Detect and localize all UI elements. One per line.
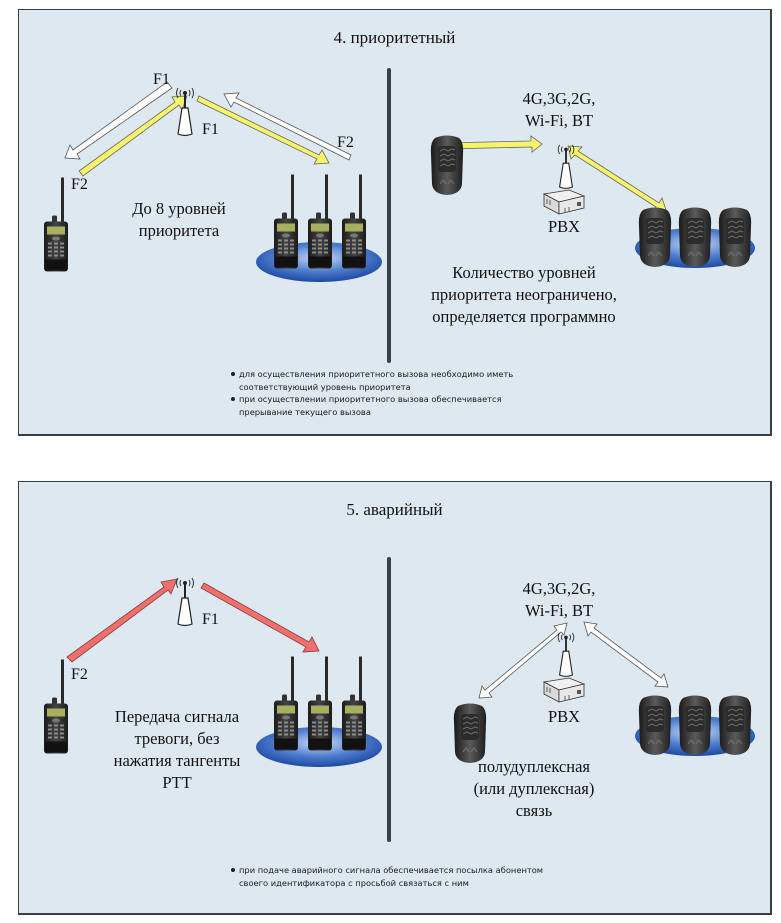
group-speaker-mic-icon [678,694,712,756]
emergency-call-panel: 5. аварийный F1 F2 Передача сигнала тре [18,481,772,915]
group-speaker-mic-icon [638,206,672,268]
pbx-label: PBX [547,707,581,726]
group-speaker-mic-icon [718,694,752,756]
freq-label-f1: F1 [153,71,170,88]
base-station-tower-icon [175,577,195,627]
group-speaker-mic-icon [718,206,752,268]
pbx-label: PBX [547,217,581,236]
pbx-antenna-icon [557,632,575,678]
priority-call-panel: 4. приоритетный [18,9,772,436]
pbx-server-icon [543,677,585,703]
notes-list: при подаче аварийного сигнала обеспечива… [230,864,564,889]
note-item: для осуществления приоритетного вызова н… [230,368,539,393]
uplink-arrow-right [196,95,330,165]
section-divider [387,68,391,363]
downlink-arrow-left [64,81,173,160]
panel-title: 5. аварийный [346,500,443,519]
notes-list: для осуществления приоритетного вызова н… [230,368,539,418]
downlink-arrow-right [223,92,352,161]
left-caption: До 8 уровней приоритета [132,199,226,240]
group-speaker-mic-icon [678,206,712,268]
left-caption: Передача сигнала тревоги, без нажатия та… [113,707,241,792]
group-radio-icon [342,656,366,751]
group-radio-icon [308,656,332,751]
group-radio-icon [342,174,366,269]
section-divider [387,557,391,842]
freq-label-f1: F1 [202,121,219,138]
note-item: при осуществлении приоритетного вызова о… [230,393,539,418]
handheld-radio-icon [44,177,68,272]
freq-label-f2: F2 [71,176,88,193]
alarm-uplink-arrow [66,578,178,663]
note-item: при подаче аварийного сигнала обеспечива… [230,864,564,889]
freq-label-f2: F2 [71,666,88,683]
group-speaker-mic-icon [638,694,672,756]
network-label: 4G,3G,2G, Wi-Fi, BT [522,89,596,130]
group-radio-icon [308,174,332,269]
freq-label-f1: F1 [202,611,219,628]
emergency-diagram [44,577,755,767]
speaker-mic-icon [430,134,464,196]
duplex-arrow-group [583,621,669,688]
panel-title: 4. приоритетный [333,28,456,47]
handheld-radio-icon [44,659,68,754]
right-caption: Количество уровней приоритета неограниче… [431,263,617,326]
network-label: 4G,3G,2G, Wi-Fi, BT [522,579,596,620]
priority-diagram [44,81,755,282]
alarm-downlink-arrow [200,582,320,653]
group-radio-icon [274,174,298,269]
right-caption: полудуплексная (или дуплексная) связь [473,757,595,820]
speaker-mic-icon [453,702,487,764]
group-radio-icon [274,656,298,751]
base-station-tower-icon [175,87,195,137]
pbx-server-icon [543,189,585,215]
duplex-arrow-mic [478,622,568,699]
freq-label-f2: F2 [337,134,354,151]
